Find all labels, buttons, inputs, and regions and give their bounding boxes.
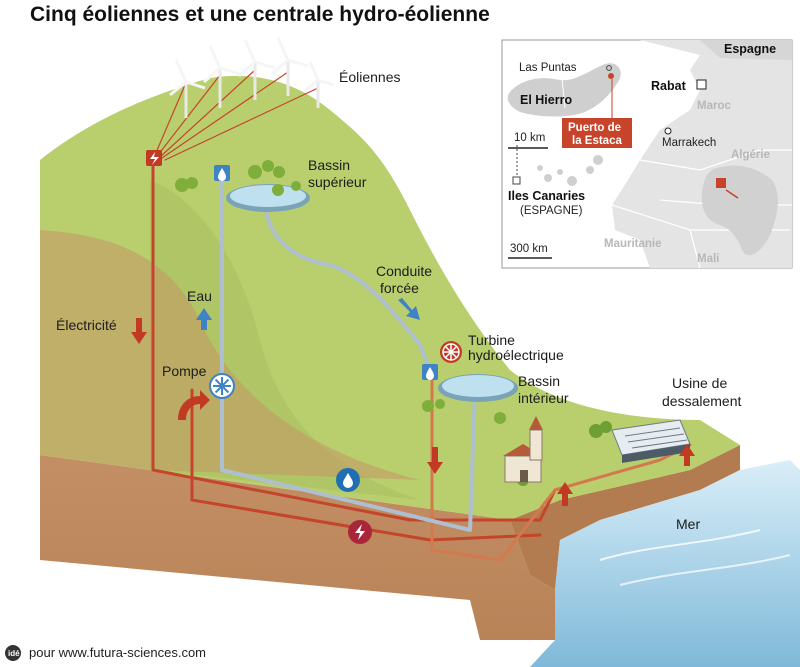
arrows [131,298,695,506]
soil-inner-cut [40,230,420,480]
water-return-pipe [220,173,477,532]
map-label-espagne-paren: (ESPAGNE) [520,205,583,217]
factory-icon [611,419,691,463]
turbine-box [422,364,438,380]
pump-wheel-icon [209,373,235,399]
el-hierro-locator [512,176,521,185]
rabat-marker [696,79,707,90]
wave [599,529,761,561]
map-label-puerto-2: la Estaca [572,135,622,147]
map-label-puerto-1: Puerto de [568,122,621,134]
turbine-down-arrow [427,447,443,474]
el-hierro-island [507,63,621,117]
map-label-las-puntas: Las Puntas [519,62,577,74]
credit-logo: idé [5,645,21,661]
africa-arrow [725,189,739,199]
pump-curve-arrow [178,390,210,420]
map-label-el-hierro: El Hierro [520,93,572,107]
map-label-maroc: Maroc [697,100,731,112]
map-spain [700,40,792,60]
wave [619,554,791,586]
upper-basin [226,184,310,212]
las-puntas-marker [606,65,612,71]
label-eoliennes: Éoliennes [339,69,401,85]
label-bassin-inferieur-2: intérieur [518,390,569,406]
map-label-scale-small: 10 km [514,132,545,144]
label-bassin-superieur-1: Bassin [308,157,350,173]
map-island-line [561,77,566,109]
label-mer: Mer [676,516,700,532]
africa-locator [701,165,778,256]
church-icon [503,416,543,483]
label-turbine-2: hydroélectrique [468,347,564,363]
label-conduite-2: forcée [380,280,419,296]
wind-turbine-icon [203,45,241,108]
map-label-rabat: Rabat [651,79,687,93]
label-turbine-1: Turbine [468,332,515,348]
label-eau: Eau [187,288,212,304]
label-pompe: Pompe [162,363,207,379]
electricity-main-pipe [151,163,557,522]
canary-islands [537,155,603,186]
map-label-marrakech: Marrakech [662,137,716,149]
lightning-icon [348,520,372,544]
label-bassin-superieur-2: supérieur [308,174,367,190]
map-label-iles-canaries: Iles Canaries [508,189,585,203]
label-usine-1: Usine de [672,375,727,391]
penstock-flow-arrow [398,298,420,320]
soil-cliff [510,445,740,590]
wind-turbine-icon [169,59,206,118]
water-drop-icon [336,468,360,492]
wind-turbine-icon [304,61,335,108]
sea [530,460,800,667]
penstock-pipe [263,203,432,372]
factory-up-arrow [679,444,695,466]
map-label-algerie: Algérie [731,149,770,161]
turbine-wheel-icon [440,341,462,363]
label-conduite-1: Conduite [376,263,432,279]
label-usine-2: dessalement [662,393,741,409]
town-up-arrow [557,482,573,506]
electricity-down-arrow [131,318,147,344]
pipes [151,69,692,562]
wind-turbine-icon [238,39,276,100]
water-valve-box [214,165,230,181]
marrakech-marker [664,127,672,135]
electric-box [146,150,162,166]
vegetation [175,160,612,486]
inset-map: Espagne Las Puntas El Hierro Puerto de l… [501,39,793,269]
map-label-scale-large: 300 km [510,243,548,255]
lower-basin [438,374,518,402]
credit-text: pour www.futura-sciences.com [29,645,206,660]
label-electricite: Électricité [56,317,117,333]
credit-logo-text: idé [8,649,20,658]
turbine-cables [154,69,319,161]
water-up-arrow [196,308,212,330]
map-label-mauritanie: Mauritanie [604,238,662,250]
map-label-mali: Mali [697,253,719,265]
africa-highlight [716,178,726,188]
label-bassin-inferieur-1: Bassin [518,373,560,389]
puerto-box [562,118,632,148]
map-label-espagne: Espagne [724,42,776,56]
page-title: Cinq éoliennes et une centrale hydro-éol… [30,3,490,26]
wind-turbines [169,37,335,118]
puerto-marker [608,73,614,79]
pump-electricity-pipe [190,388,542,542]
wind-turbine-icon [271,37,309,96]
